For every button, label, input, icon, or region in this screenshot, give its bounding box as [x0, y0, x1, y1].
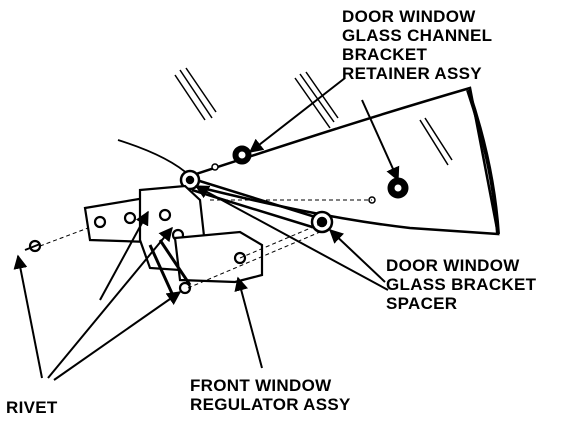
label-retainer-line-1: DOOR WINDOW	[342, 7, 476, 26]
door-panel-edge	[117, 139, 191, 177]
label-retainer-line-3: BRACKET	[342, 45, 428, 64]
label-spacer-line-1: DOOR WINDOW	[386, 256, 520, 275]
window-glass	[174, 67, 500, 236]
label-regulator-assy: FRONT WINDOW REGULATOR ASSY	[190, 376, 351, 414]
label-spacer-line-2: GLASS BRACKET	[386, 275, 537, 294]
label-retainer-assy: DOOR WINDOW GLASS CHANNEL BRACKET RETAIN…	[342, 7, 492, 83]
label-rivet: RIVET	[6, 398, 58, 417]
leader-lines	[13, 77, 400, 381]
label-rivet-text: RIVET	[6, 398, 58, 417]
label-spacer-line-3: SPACER	[386, 294, 458, 313]
label-retainer-line-2: GLASS CHANNEL	[342, 26, 493, 45]
label-regulator-line-1: FRONT WINDOW	[190, 376, 332, 395]
glass-channel-bracket	[179, 169, 334, 234]
retainer-upper	[211, 145, 252, 171]
label-regulator-line-2: REGULATOR ASSY	[190, 395, 351, 414]
retainer-lower	[368, 177, 409, 204]
label-retainer-line-4: RETAINER ASSY	[342, 64, 482, 83]
label-spacer: DOOR WINDOW GLASS BRACKET SPACER	[386, 256, 536, 313]
